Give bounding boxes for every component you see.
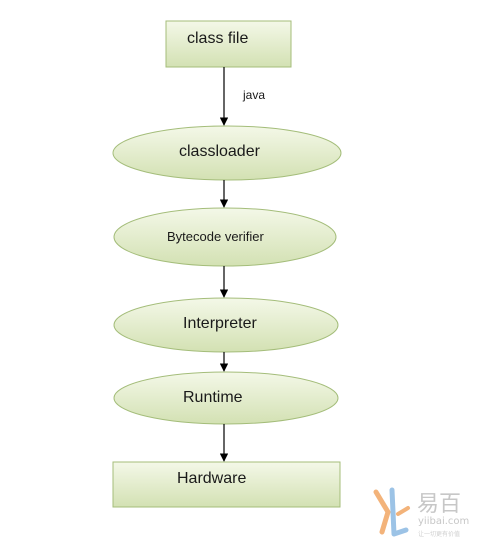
hardware-label: Hardware [177,470,247,487]
interpreter-ellipse [113,297,339,353]
watermark-tagline: 让一切更有价值 [418,531,461,538]
runtime-label: Runtime [183,389,243,406]
classloader-label: classloader [179,143,260,160]
interpreter-label: Interpreter [183,315,257,332]
hardware-box [112,461,341,508]
bytecode-verifier-label: Bytecode verifier [167,229,264,244]
classloader-ellipse [112,125,342,181]
yiibai-logo-icon [373,487,410,537]
watermark-site: yiibai.com [418,516,470,527]
bytecode-verifier-ellipse [113,207,337,267]
watermark-chinese: 易百 [417,492,462,517]
class-file-label: class file [187,30,249,47]
class-file-box [165,20,292,68]
java-edge-label: java [243,88,266,102]
runtime-ellipse [113,371,339,425]
